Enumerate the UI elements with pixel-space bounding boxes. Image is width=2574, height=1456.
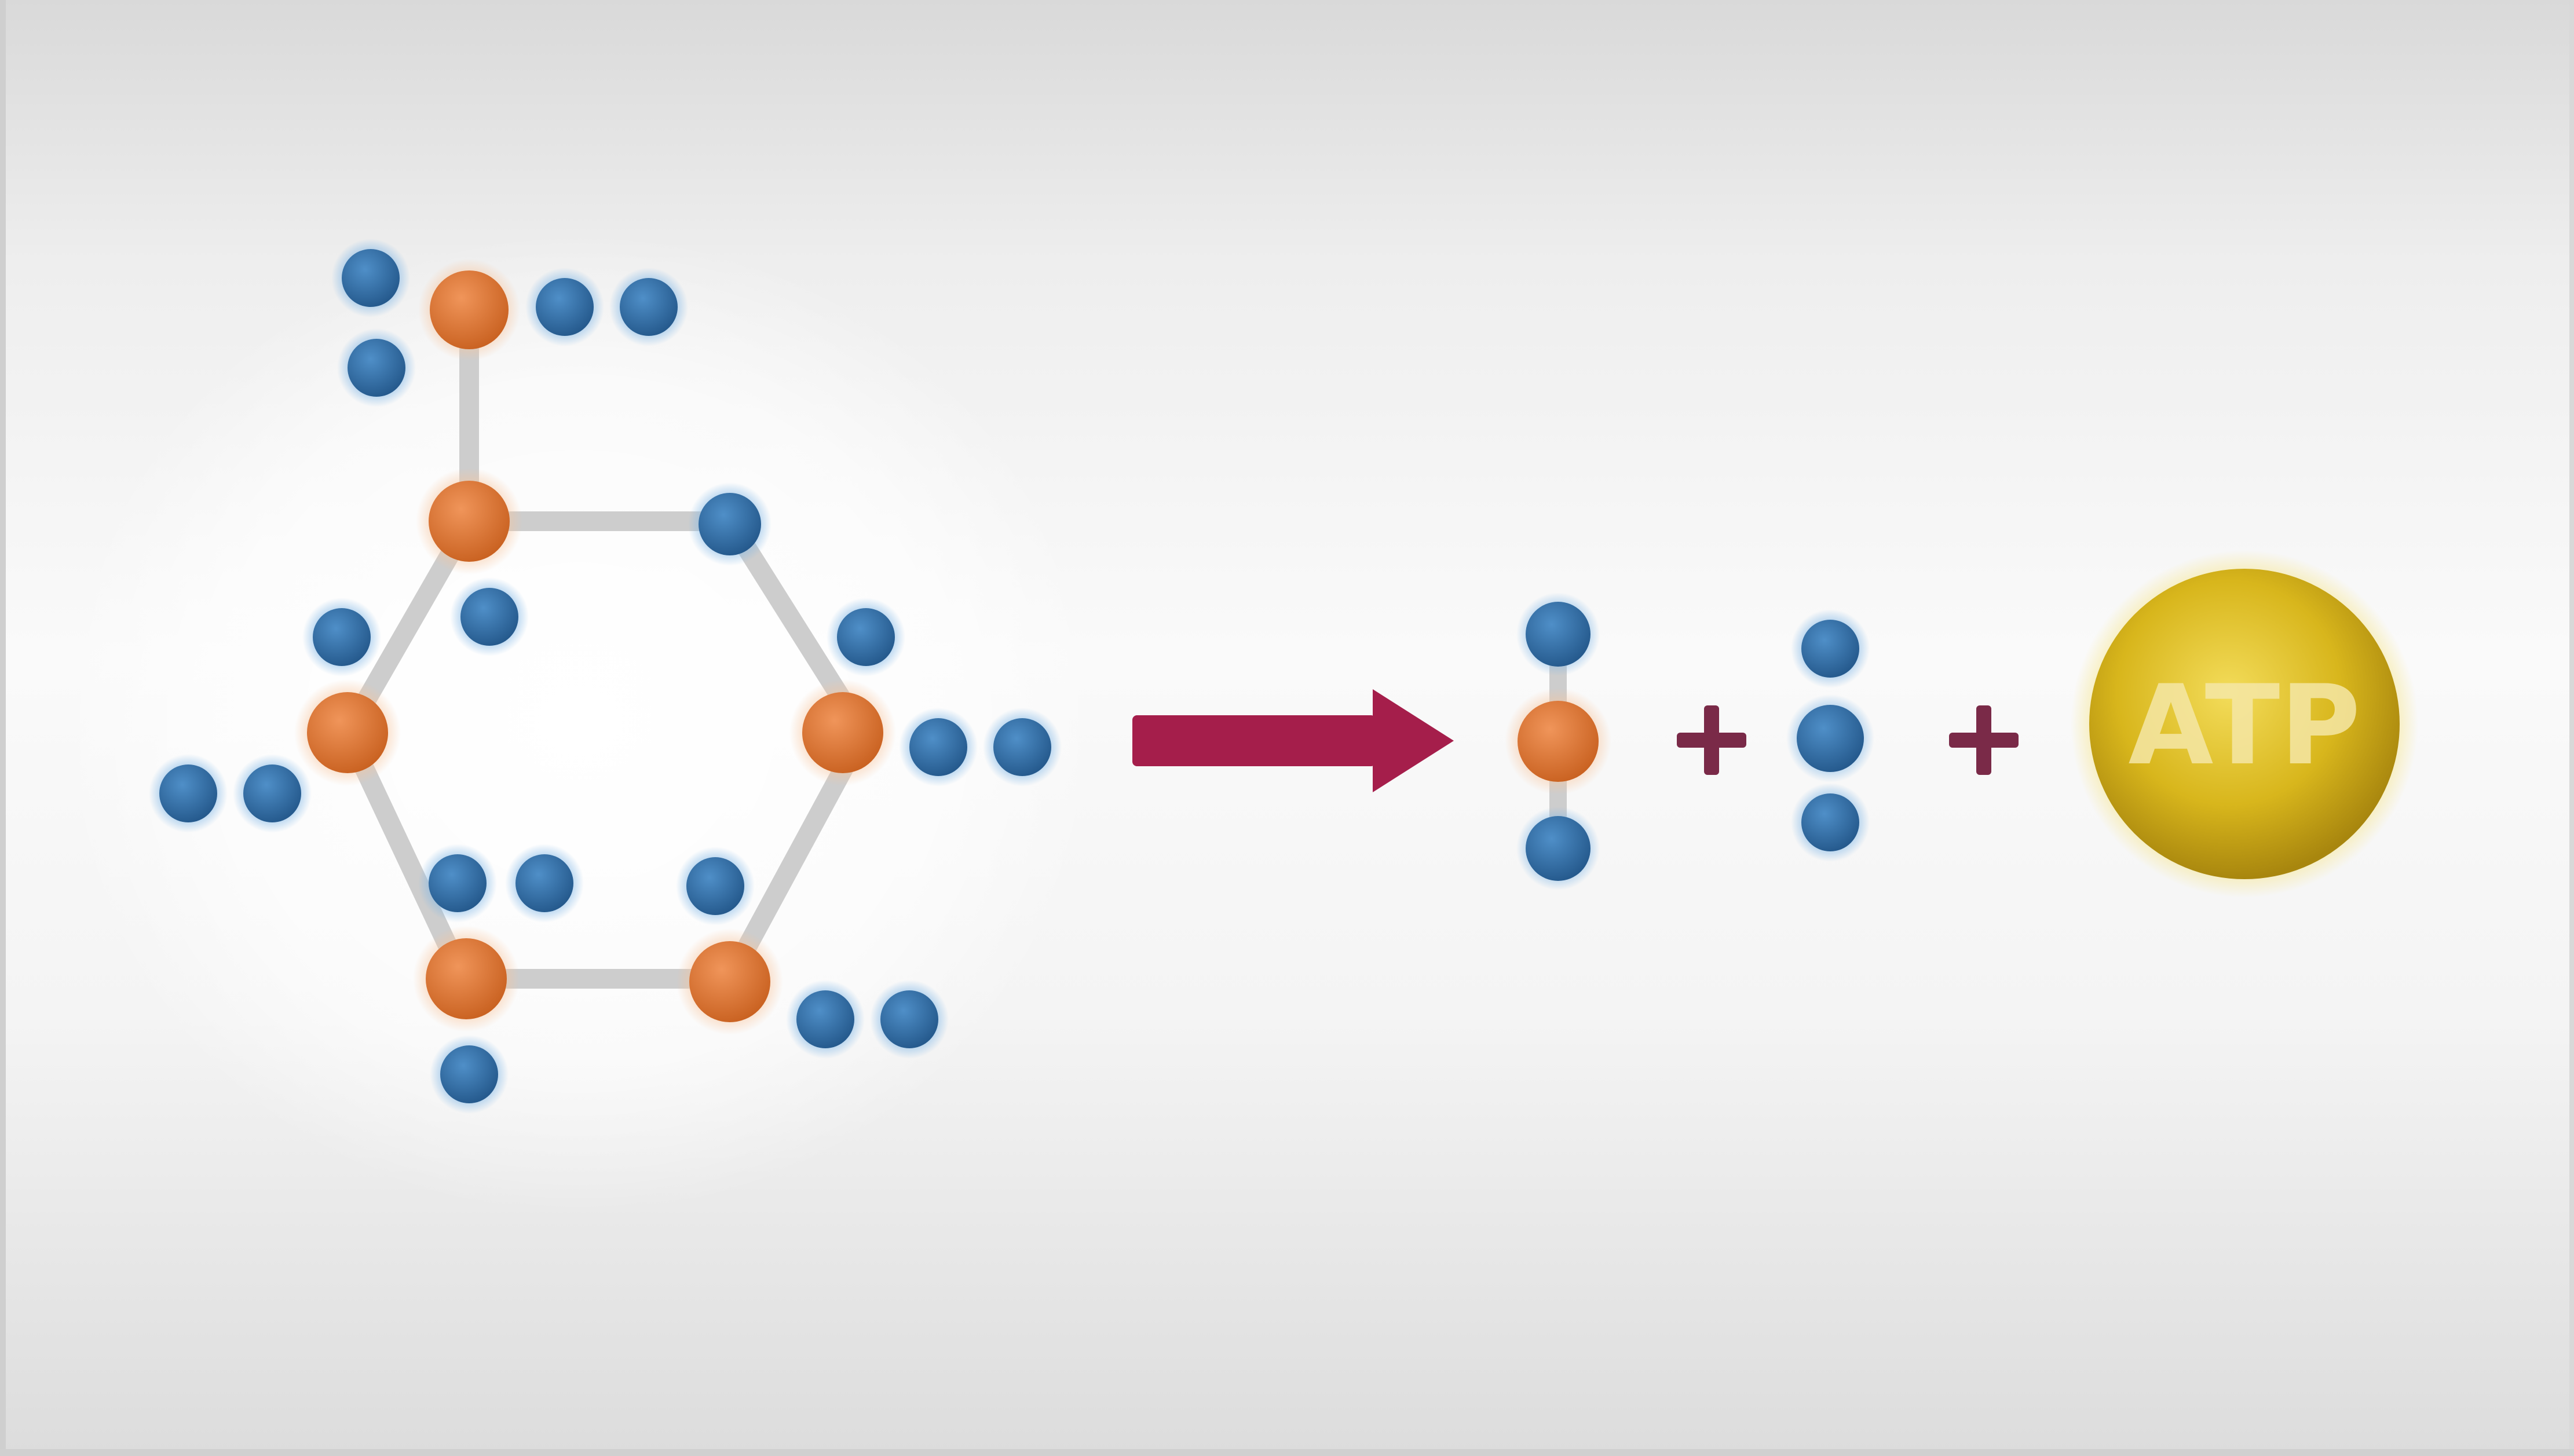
atom-carbon [418,259,520,361]
window-right-edge [2569,0,2574,1456]
atom-hydrogen [337,328,416,407]
atom-hydrogen [149,754,228,833]
molecule-glow [58,232,1100,1216]
atom-oxygen [899,708,978,786]
plus-icon [1677,705,1746,775]
atom-carbon [1505,688,1611,795]
arrow-right-icon [1132,689,1454,792]
atom-carbon [413,925,520,1032]
carbon-dioxide-molecule [1505,592,1611,890]
atom-hydrogen [676,847,755,925]
atom-hydrogen [1791,783,1870,862]
atom-carbon [677,928,783,1035]
plus-icon [1949,705,2019,775]
atom-oxygen [418,844,497,923]
atom-oxygen [525,268,604,346]
atom-oxygen [1516,807,1600,890]
atom-hydrogen [331,239,410,317]
atom-carbon [789,679,896,786]
atom-oxygen [1786,694,1874,782]
atom-oxygen [688,482,772,566]
window-bottom-edge [0,1449,2574,1456]
atom-hydrogen [450,577,529,656]
atp-sphere-icon: ATP [2071,550,2418,898]
glucose-molecule [149,239,1062,1114]
atom-hydrogen [827,598,905,676]
atom-oxygen [786,980,865,1059]
atom-hydrogen [302,598,381,676]
atom-oxygen [1516,592,1600,676]
atom-hydrogen [505,844,584,923]
atom-carbon [416,468,522,575]
water-molecule [1786,609,1874,862]
atom-oxygen [233,754,312,833]
atom-hydrogen [609,268,688,346]
atom-carbon [294,679,401,786]
atp-label: ATP [2128,661,2360,789]
atom-hydrogen [1791,609,1870,688]
atom-hydrogen [983,708,1062,786]
atom-hydrogen [430,1035,509,1114]
atom-hydrogen [870,980,949,1059]
window-left-edge [0,0,6,1456]
